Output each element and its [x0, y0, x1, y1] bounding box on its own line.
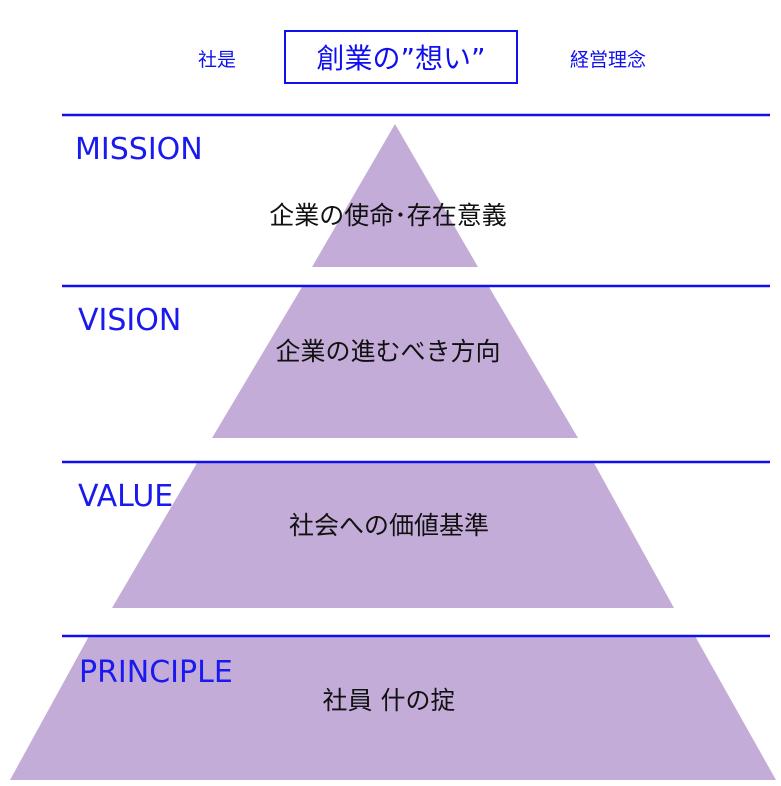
- level-description-mission: 企業の使命･存在意義: [269, 201, 507, 230]
- level-description-vision: 企業の進むべき方向: [275, 337, 501, 366]
- level-label-principle: PRINCIPLE: [79, 655, 233, 690]
- pyramid-tier-mission: [312, 124, 478, 267]
- right-header-label: 経営理念: [570, 49, 647, 71]
- level-description-value: 社会への価値基準: [288, 511, 490, 540]
- level-label-vision: VISION: [78, 303, 182, 338]
- pyramid-tier-principle: [10, 636, 776, 780]
- pyramid-tier-vision: [212, 287, 578, 438]
- pyramid-tier-value: [112, 463, 674, 608]
- level-label-value: VALUE: [78, 479, 174, 514]
- title-box: 創業の”想い”: [284, 30, 518, 84]
- left-header-label: 社是: [198, 49, 237, 71]
- level-label-mission: MISSION: [75, 132, 203, 167]
- level-description-principle: 社員 什の掟: [322, 686, 456, 715]
